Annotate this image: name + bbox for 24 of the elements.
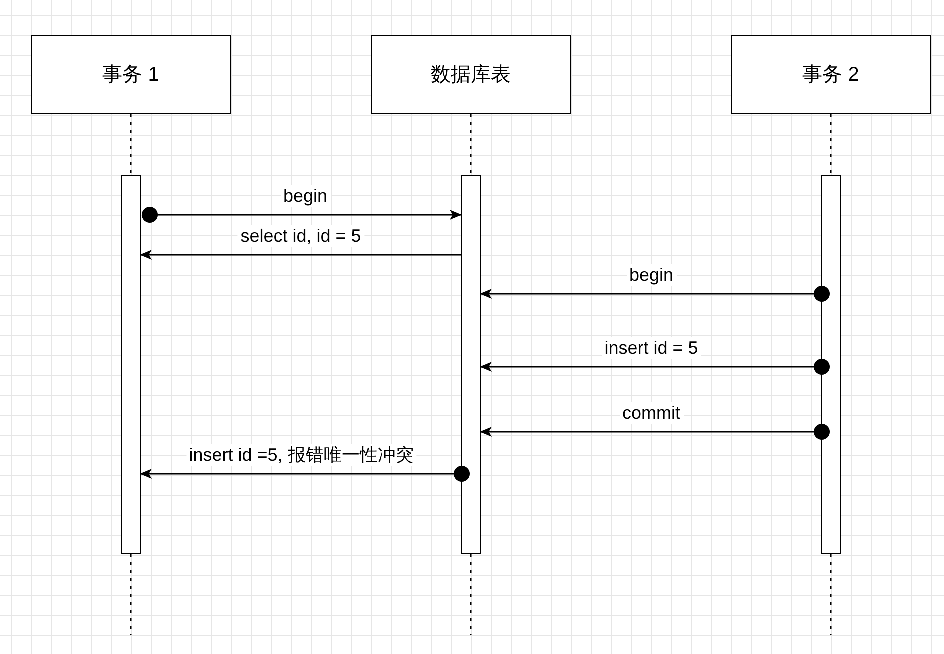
edge-label: begin	[280, 185, 331, 207]
edge-label: commit	[620, 402, 684, 424]
message-arrow	[140, 250, 461, 260]
edge-label: begin	[626, 264, 677, 286]
participant-box: 数据库表	[371, 35, 571, 114]
participant-box: 事务 2	[731, 35, 931, 114]
message-arrow	[480, 286, 830, 302]
message-arrow	[480, 424, 830, 440]
message-arrow	[142, 207, 462, 223]
message-arrow	[140, 466, 470, 482]
lifeline	[470, 114, 472, 175]
lifeline	[830, 114, 832, 175]
lifeline	[470, 554, 472, 635]
edge-label: insert id =5, 报错唯一性冲突	[186, 444, 417, 466]
message-arrow	[480, 359, 830, 375]
edge-label: insert id = 5	[602, 337, 702, 359]
activation-bar	[821, 175, 841, 554]
activation-bar	[121, 175, 141, 554]
edge-label: select id, id = 5	[238, 225, 364, 247]
participant-box: 事务 1	[31, 35, 231, 114]
lifeline	[130, 114, 132, 175]
lifeline	[830, 554, 832, 635]
lifeline	[130, 554, 132, 635]
activation-bar	[461, 175, 481, 554]
